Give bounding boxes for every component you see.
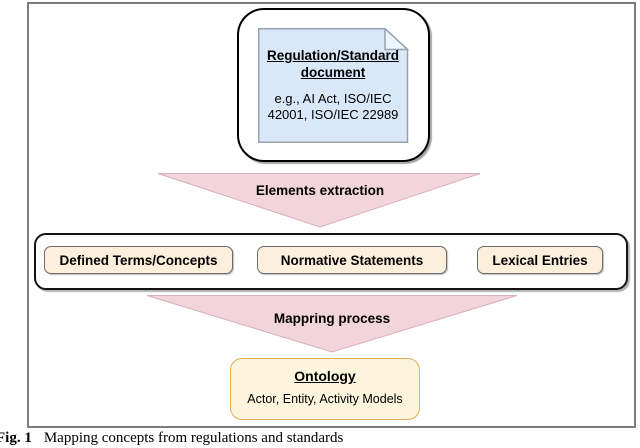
document-title-line2: document xyxy=(300,65,366,80)
figure-caption: Fig. 1 Mapping concepts from regulations … xyxy=(0,430,343,447)
ontology-node: Ontology Actor, Entity, Activity Models xyxy=(230,358,420,420)
ontology-subtitle: Actor, Entity, Activity Models xyxy=(247,392,403,406)
extraction-arrow-label: Elements extraction xyxy=(255,183,385,198)
element-box-defined-terms: Defined Terms/Concepts xyxy=(44,246,233,274)
document-note-body xyxy=(258,28,409,143)
element-box-normative-statements: Normative Statements xyxy=(257,246,447,274)
figure-caption-label: Fig. 1 xyxy=(0,430,32,446)
document-note-icon xyxy=(258,28,409,143)
document-title-line1: Regulation/Standard xyxy=(266,48,399,63)
ontology-title: Ontology xyxy=(294,368,356,384)
document-example-line1: e.g., AI Act, ISO/IEC xyxy=(274,91,392,106)
mapping-arrow-label: Mappring process xyxy=(273,311,391,326)
document-node-examples: e.g., AI Act, ISO/IEC 42001, ISO/IEC 229… xyxy=(253,91,413,122)
document-node-title: Regulation/Standard document xyxy=(258,47,408,81)
figure-caption-text: Mapping concepts from regulations and st… xyxy=(43,430,344,446)
diagram-frame xyxy=(27,2,636,428)
document-example-line2: 42001, ISO/IEC 22989 xyxy=(267,106,399,122)
document-note-fold-corner xyxy=(384,28,409,51)
element-box-lexical-entries: Lexical Entries xyxy=(477,246,603,274)
